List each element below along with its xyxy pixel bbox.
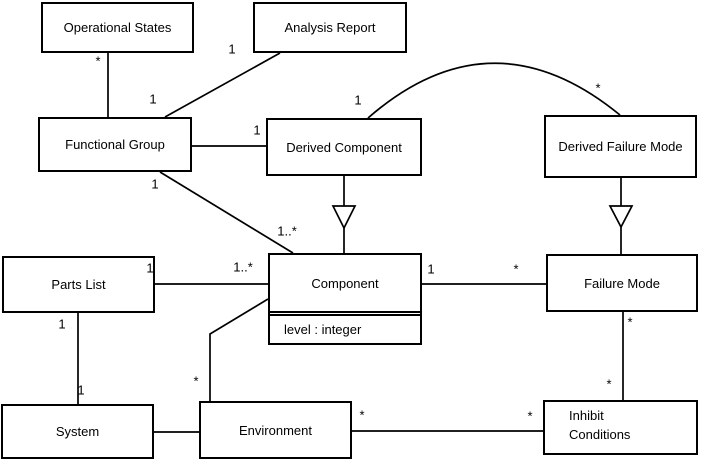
node-functional-group: Functional Group: [38, 117, 192, 172]
component--environment-line: [209, 298, 269, 401]
component-attribute-level: level : integer: [284, 322, 362, 337]
component-name-compartment: Component: [270, 255, 420, 313]
node-inhibit-conditions: Inhibit Conditions: [543, 400, 698, 455]
multiplicity-label-operational-states--functional-group: *: [95, 53, 101, 69]
multiplicity-label-parts-list--component: 1..*: [233, 259, 253, 275]
multiplicity-label-parts-list--system: 1: [58, 316, 66, 332]
multiplicity-label-component--failure-mode: 1: [427, 261, 435, 277]
multiplicity-label-functional-group--analysis-report: 1: [149, 91, 157, 107]
node-label-functional-group: Functional Group: [65, 137, 165, 152]
node-derived-failure-mode: Derived Failure Mode: [544, 115, 697, 178]
derived-component--component-generalization-hollow-triangle-icon: [331, 205, 357, 230]
functional-group--analysis-report-line: [164, 52, 281, 118]
node-derived-component: Derived Component: [266, 118, 422, 176]
node-analysis-report: Analysis Report: [253, 2, 407, 53]
node-system: System: [1, 404, 154, 459]
derived-component--derived-failure-mode-arc: [367, 62, 621, 119]
multiplicity-label-failure-mode--inhibit-conditions: *: [606, 376, 612, 392]
multiplicity-label-component--environment: *: [193, 373, 199, 389]
multiplicity-label-environment--inhibit-conditions: *: [359, 407, 365, 423]
multiplicity-label-failure-mode--inhibit-conditions: *: [627, 314, 633, 330]
node-label-failure-mode: Failure Mode: [584, 275, 660, 291]
node-parts-list: Parts List: [2, 256, 155, 313]
multiplicity-label-component--failure-mode: *: [513, 261, 519, 277]
node-label-derived-component: Derived Component: [286, 139, 402, 155]
multiplicity-label-environment--inhibit-conditions: *: [527, 408, 533, 424]
derived-failure-mode--failure-mode-generalization-hollow-triangle-icon: [608, 205, 634, 229]
node-environment: Environment: [199, 401, 352, 459]
multiplicity-label-derived-component--derived-failure-mode: 1: [354, 92, 362, 108]
multiplicity-label-functional-group--component: 1..*: [277, 223, 297, 239]
node-label-derived-failure-mode: Derived Failure Mode: [558, 139, 683, 154]
functional-group--component-line: [159, 171, 294, 254]
node-label-system: System: [55, 424, 100, 439]
node-label-component: Component: [311, 275, 379, 291]
multiplicity-label-functional-group--derived-component: 1: [253, 122, 261, 138]
node-label-environment: Environment: [239, 422, 312, 438]
node-failure-mode: Failure Mode: [546, 254, 698, 312]
component-attributes-compartment: level : integer: [270, 314, 420, 343]
node-label-operational-states: Operational States: [63, 20, 172, 35]
multiplicity-label-parts-list--system: 1: [77, 382, 85, 398]
multiplicity-label-derived-component--derived-failure-mode: *: [595, 80, 601, 96]
node-component: Component level : integer: [268, 253, 422, 345]
node-label-analysis-report: Analysis Report: [284, 20, 376, 35]
node-label-parts-list: Parts List: [51, 277, 106, 292]
multiplicity-label-parts-list--component: 1: [146, 260, 154, 276]
node-operational-states: Operational States: [41, 2, 194, 53]
multiplicity-label-functional-group--component: 1: [151, 176, 159, 192]
node-label-inhibit-conditions: Inhibit Conditions: [569, 408, 631, 442]
multiplicity-label-functional-group--analysis-report: 1: [228, 41, 236, 57]
